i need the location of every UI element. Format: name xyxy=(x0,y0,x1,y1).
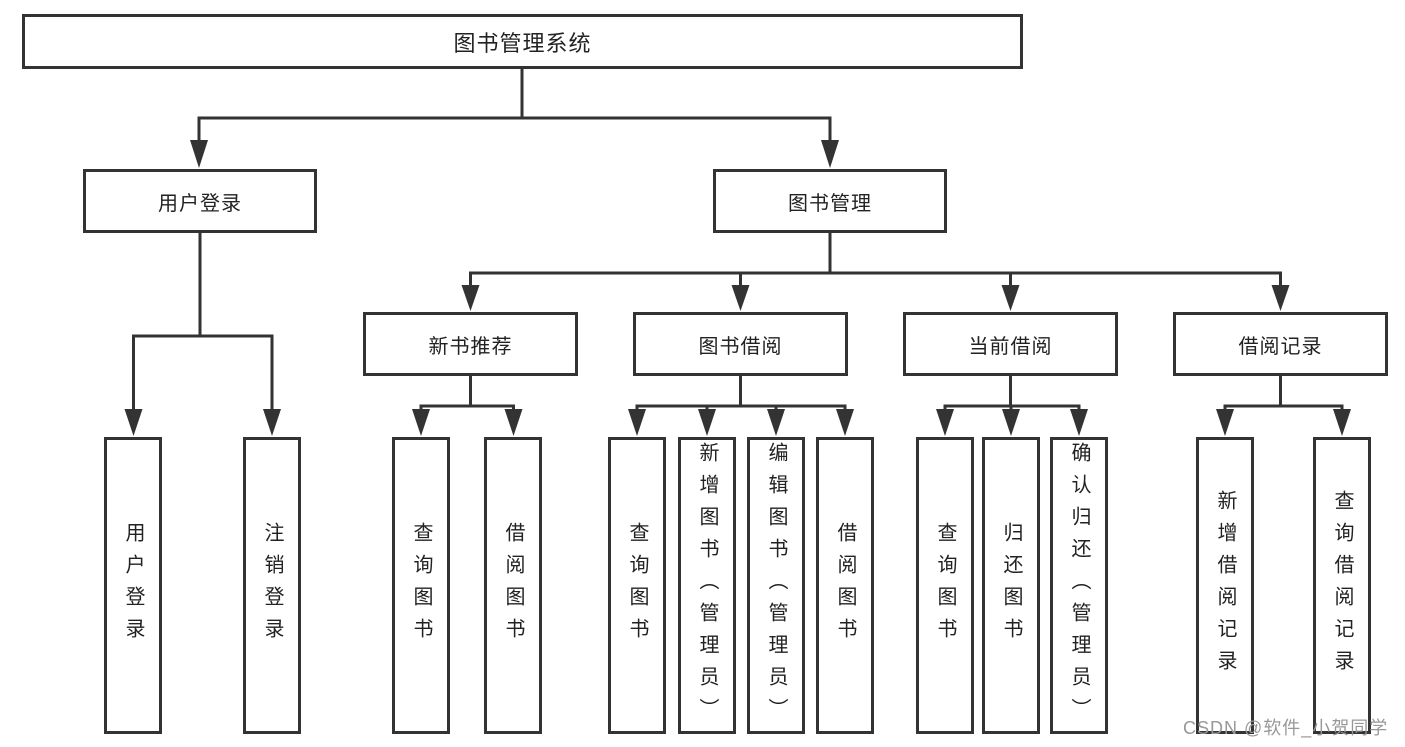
arrowhead-icon xyxy=(731,285,750,311)
node-borrow-records: 借阅记录 xyxy=(1173,312,1388,376)
node-query-borrow-record: 查询借阅记录 xyxy=(1313,437,1371,734)
node-borrow-books-recommend-label: 借阅图书 xyxy=(502,521,524,650)
node-borrow-books: 借阅图书 xyxy=(816,437,874,734)
connector-current-borrow-children xyxy=(936,376,1088,436)
arrowhead-icon xyxy=(767,409,785,436)
connector-user-login-children xyxy=(124,233,281,436)
node-user-login-label: 用户登录 xyxy=(158,192,242,215)
node-book-borrow: 图书借阅 xyxy=(633,312,848,376)
arrowhead-icon xyxy=(698,409,716,436)
connector-book-borrow-children xyxy=(628,376,854,436)
node-logout-label: 注销登录 xyxy=(261,521,283,650)
arrowhead-icon xyxy=(1001,285,1020,311)
node-user-login-action: 用户登录 xyxy=(104,437,162,734)
watermark: CSDN @软件_小贺同学 xyxy=(1183,718,1389,738)
arrowhead-icon xyxy=(821,140,839,168)
node-book-borrow-label: 图书借阅 xyxy=(698,335,783,358)
connector-new-book-recommend-children xyxy=(412,376,523,436)
arrowhead-icon xyxy=(1002,409,1020,436)
node-query-borrow-record-label: 查询借阅记录 xyxy=(1331,489,1353,682)
node-book-management: 图书管理 xyxy=(713,169,947,233)
node-user-login: 用户登录 xyxy=(83,169,317,233)
arrowhead-icon xyxy=(190,140,208,168)
node-query-books-current-label: 查询图书 xyxy=(934,521,956,650)
arrowhead-icon xyxy=(936,409,954,436)
node-add-books-admin-label: 新增图书（管理员） xyxy=(696,441,718,730)
node-query-books-current: 查询图书 xyxy=(916,437,974,734)
node-edit-books-admin-label: 编辑图书（管理员） xyxy=(765,441,787,730)
node-edit-books-admin: 编辑图书（管理员） xyxy=(747,437,805,734)
arrowhead-icon xyxy=(504,409,523,436)
node-borrow-books-recommend: 借阅图书 xyxy=(484,437,542,734)
node-logout: 注销登录 xyxy=(243,437,301,734)
arrowhead-icon xyxy=(412,409,430,436)
node-query-books-borrow: 查询图书 xyxy=(608,437,666,734)
arrowhead-icon xyxy=(1333,409,1351,436)
node-new-book-recommend: 新书推荐 xyxy=(363,312,578,376)
node-query-books-borrow-label: 查询图书 xyxy=(626,521,648,650)
node-add-borrow-record-label: 新增借阅记录 xyxy=(1214,489,1236,682)
connector-root-to-level2 xyxy=(190,69,839,168)
arrowhead-icon xyxy=(1216,409,1234,436)
node-return-books-label: 归还图书 xyxy=(1000,521,1022,650)
node-query-books-recommend-label: 查询图书 xyxy=(410,521,432,650)
node-book-management-label: 图书管理 xyxy=(788,192,872,215)
node-borrow-records-label: 借阅记录 xyxy=(1238,335,1323,358)
arrowhead-icon xyxy=(1070,409,1088,436)
node-add-borrow-record: 新增借阅记录 xyxy=(1196,437,1254,734)
node-borrow-books-label: 借阅图书 xyxy=(834,521,856,650)
arrowhead-icon xyxy=(628,409,646,436)
node-current-borrow: 当前借阅 xyxy=(903,312,1118,376)
arrowhead-icon xyxy=(461,285,480,311)
arrowhead-icon xyxy=(263,409,281,436)
arrowhead-icon xyxy=(1271,285,1290,311)
node-root: 图书管理系统 xyxy=(22,14,1023,69)
arrowhead-icon xyxy=(124,409,143,436)
node-add-books-admin: 新增图书（管理员） xyxy=(678,437,736,734)
connector-borrow-records-children xyxy=(1216,376,1351,436)
connector-book-management-children xyxy=(461,233,1290,311)
node-confirm-return-admin-label: 确认归还（管理员） xyxy=(1068,441,1090,730)
node-current-borrow-label: 当前借阅 xyxy=(968,335,1053,358)
node-new-book-recommend-label: 新书推荐 xyxy=(428,335,513,358)
arrowhead-icon xyxy=(836,409,854,436)
node-confirm-return-admin: 确认归还（管理员） xyxy=(1050,437,1108,734)
node-return-books: 归还图书 xyxy=(982,437,1040,734)
node-user-login-action-label: 用户登录 xyxy=(122,521,144,650)
node-root-label: 图书管理系统 xyxy=(453,30,592,56)
node-query-books-recommend: 查询图书 xyxy=(392,437,450,734)
